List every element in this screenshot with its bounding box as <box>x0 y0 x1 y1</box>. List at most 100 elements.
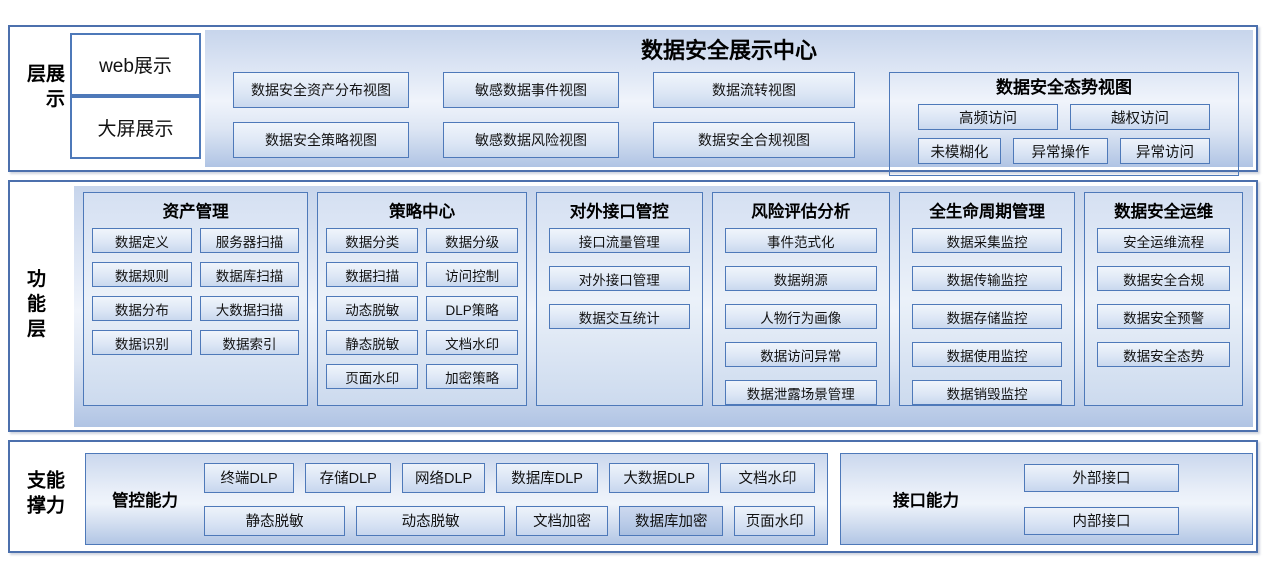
function-item: 数据分类 <box>326 228 419 253</box>
function-item: 数据库扫描 <box>199 262 300 287</box>
capability-item: 静态脱敏 <box>204 505 346 536</box>
function-item: 访问控制 <box>426 262 519 287</box>
function-item: 静态脱敏 <box>326 330 419 355</box>
capability-item: 数据库DLP <box>495 462 599 493</box>
function-item: 文档水印 <box>426 330 519 355</box>
function-item: 页面水印 <box>326 364 419 389</box>
view-box: 数据安全策略视图 <box>233 122 409 158</box>
function-item: 数据分级 <box>426 228 519 253</box>
capability-item: 数据库加密 <box>619 505 724 536</box>
capability-layer-label: 能力支撑 <box>24 469 64 520</box>
function-column-risk-assessment: 风险评估分析 事件范式化数据朔源人物行为画像数据访问异常数据泄露场景管理 <box>711 192 890 406</box>
function-column-title: 全生命周期管理 <box>929 203 1045 221</box>
function-column-external-interface-control: 对外接口管控 接口流量管理对外接口管理数据交互统计 <box>536 192 703 406</box>
function-items: 数据定义服务器扫描数据规则数据库扫描数据分布大数据扫描数据识别数据索引 <box>84 228 307 405</box>
situation-item: 越权访问 <box>1070 104 1210 130</box>
function-column-title: 资产管理 <box>162 203 229 221</box>
function-item: 数据识别 <box>92 330 192 355</box>
capability-item: 存储DLP <box>305 462 392 493</box>
function-item: 对外接口管理 <box>549 266 690 291</box>
views-row: 数据安全资产分布视图 数据安全策略视图 敏感数据事件视图 敏感数据风险视图 数据… <box>205 65 1253 176</box>
capability-item: 大数据DLP <box>609 462 710 493</box>
function-item: 数据分布 <box>92 296 192 321</box>
function-item: 数据安全预警 <box>1097 304 1230 329</box>
function-item: 接口流量管理 <box>549 228 690 253</box>
function-item: 数据泄露场景管理 <box>724 380 877 405</box>
display-layer-label: 展示层 <box>24 62 64 113</box>
page-title: 数据安全展示中心 <box>640 38 817 63</box>
display-panel: 数据安全展示中心 数据安全资产分布视图 数据安全策略视图 敏感数据事件视图 敏感… <box>205 30 1253 176</box>
function-item: 数据存储监控 <box>911 304 1063 329</box>
control-capability-title: 管控能力 <box>112 492 178 510</box>
view-column-sensitive: 敏感数据事件视图 敏感数据风险视图 <box>443 72 619 158</box>
control-capability-row-1: 终端DLP 存储DLP 网络DLP 数据库DLP 大数据DLP 文档水印 <box>204 462 815 493</box>
function-column-title: 数据安全运维 <box>1114 203 1214 221</box>
function-item: 事件范式化 <box>724 228 877 253</box>
function-item: 数据朔源 <box>724 266 877 291</box>
function-item: 数据交互统计 <box>549 304 690 329</box>
function-column-title: 策略中心 <box>389 203 456 221</box>
view-box: 数据流转视图 <box>653 72 855 108</box>
view-box: 敏感数据事件视图 <box>443 72 619 108</box>
function-column-security-operations: 数据安全运维 安全运维流程数据安全合规数据安全预警数据安全态势 <box>1084 192 1243 406</box>
interface-capability-panel: 接口能力 外部接口内部接口 <box>840 453 1253 545</box>
situation-item: 异常操作 <box>1012 138 1109 164</box>
function-item: 数据采集监控 <box>911 228 1063 253</box>
situation-item: 异常访问 <box>1120 138 1210 164</box>
control-capability-row-2: 静态脱敏动态脱敏文档加密数据库加密页面水印 <box>204 505 815 536</box>
view-column-flow: 数据流转视图 数据安全合规视图 <box>653 72 855 158</box>
function-column-title: 风险评估分析 <box>751 203 851 221</box>
function-item: 大数据扫描 <box>199 296 300 321</box>
function-column-lifecycle-management: 全生命周期管理 数据采集监控数据传输监控数据存储监控数据使用监控数据销毁监控 <box>898 192 1076 406</box>
function-item: 数据访问异常 <box>724 342 877 367</box>
capability-item: 终端DLP <box>204 462 295 493</box>
situation-row-1: 高频访问越权访问 <box>918 104 1210 130</box>
function-item: 数据销毁监控 <box>911 380 1063 405</box>
view-box: 数据安全资产分布视图 <box>233 72 409 108</box>
interface-item: 外部接口 <box>1024 463 1179 492</box>
situation-item: 未模糊化 <box>918 138 1001 164</box>
function-item: 数据规则 <box>92 262 192 287</box>
function-item: DLP策略 <box>426 296 519 321</box>
situation-view-title: 数据安全态势视图 <box>996 78 1132 97</box>
function-panel: 资产管理 数据定义服务器扫描数据规则数据库扫描数据分布大数据扫描数据识别数据索引… <box>74 186 1253 427</box>
display-layer-section: 展示层 web展示 大屏展示 数据安全展示中心 数据安全资产分布视图 数据安全策… <box>8 25 1258 176</box>
interface-capability-title: 接口能力 <box>893 492 959 510</box>
capability-item: 文档水印 <box>720 462 815 493</box>
function-column-asset-management: 资产管理 数据定义服务器扫描数据规则数据库扫描数据分布大数据扫描数据识别数据索引 <box>83 192 309 406</box>
function-item: 数据扫描 <box>326 262 419 287</box>
capability-layer-section: 能力支撑 管控能力 终端DLP 存储DLP 网络DLP 数据库DLP 大数据DLP 文档水… <box>8 440 1258 553</box>
function-item: 数据使用监控 <box>911 342 1063 367</box>
function-items: 数据采集监控数据传输监控数据存储监控数据使用监控数据销毁监控 <box>900 228 1074 405</box>
web-display-box: web展示 <box>70 33 201 96</box>
situation-view-panel: 数据安全态势视图 高频访问越权访问 未模糊化异常操作异常访问 <box>889 72 1239 176</box>
capability-item: 文档加密 <box>516 505 609 536</box>
function-item: 安全运维流程 <box>1097 228 1230 253</box>
function-item: 数据索引 <box>199 330 300 355</box>
view-column-asset: 数据安全资产分布视图 数据安全策略视图 <box>233 72 409 158</box>
capability-item: 网络DLP <box>402 462 485 493</box>
function-item: 人物行为画像 <box>724 304 877 329</box>
function-layer-section: 功能层 资产管理 数据定义服务器扫描数据规则数据库扫描数据分布大数据扫描数据识别… <box>8 180 1258 432</box>
situation-row-2: 未模糊化异常操作异常访问 <box>918 138 1210 164</box>
function-items: 接口流量管理对外接口管理数据交互统计 <box>537 228 702 405</box>
function-items: 事件范式化数据朔源人物行为画像数据访问异常数据泄露场景管理 <box>713 228 889 405</box>
function-item: 服务器扫描 <box>199 228 300 253</box>
function-layer-label: 功能层 <box>24 268 45 344</box>
function-item: 加密策略 <box>426 364 519 389</box>
function-column-title: 对外接口管控 <box>569 203 669 221</box>
view-box: 敏感数据风险视图 <box>443 122 619 158</box>
interface-item: 内部接口 <box>1024 506 1179 535</box>
situation-item: 高频访问 <box>918 104 1058 130</box>
view-box: 数据安全合规视图 <box>653 122 855 158</box>
function-item: 数据定义 <box>92 228 192 253</box>
function-item: 数据安全合规 <box>1097 266 1230 291</box>
control-capability-panel: 管控能力 终端DLP 存储DLP 网络DLP 数据库DLP 大数据DLP 文档水印 静态脱… <box>85 453 828 545</box>
function-item: 数据安全态势 <box>1097 342 1230 367</box>
function-items: 安全运维流程数据安全合规数据安全预警数据安全态势 <box>1085 228 1242 405</box>
function-item: 数据传输监控 <box>911 266 1063 291</box>
capability-item: 动态脱敏 <box>356 505 506 536</box>
